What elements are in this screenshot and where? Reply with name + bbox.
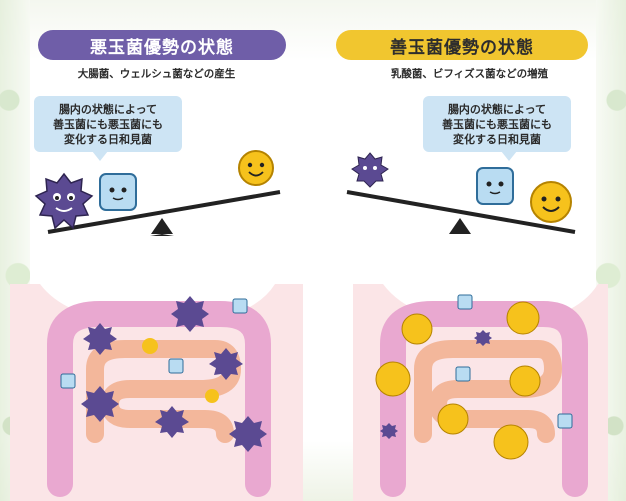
good-bacteria-subtitle: 乳酸菌、ビフィズス菌などの増殖 <box>390 68 549 80</box>
neutral-bacteria-callout: 腸内の状態によって 善玉菌にも悪玉菌にも 変化する日和見菌 <box>423 96 571 161</box>
scale-fulcrum <box>449 218 471 234</box>
purple-spiky-germ-icon <box>34 172 94 230</box>
purple-spiky-germ-icon <box>209 348 243 380</box>
callout-line-3: 変化する日和見菌 <box>453 132 541 146</box>
bad-bacteria-title: 悪玉菌優勢の状態 <box>38 30 286 60</box>
purple-spiky-germ-icon <box>474 330 492 346</box>
yellow-smiley-germ-icon <box>437 403 469 435</box>
purple-spiky-germ-icon <box>83 323 117 355</box>
callout-line-2: 善玉菌にも悪玉菌にも <box>442 117 552 131</box>
purple-spiky-germ-icon <box>171 296 209 332</box>
blue-square-germ-icon <box>476 167 514 205</box>
yellow-smiley-germ-icon <box>142 338 158 354</box>
scale-beam <box>346 190 576 234</box>
scale-beam <box>47 190 281 234</box>
yellow-smiley-germ-icon <box>530 181 572 223</box>
intestine-bad-state <box>10 284 303 501</box>
bad-bacteria-panel: 悪玉菌優勢の状態 大腸菌、ウェルシュ菌などの産生 腸内の状態によって 善玉菌にも… <box>10 30 303 501</box>
blue-square-germ-icon <box>232 298 248 314</box>
callout-line-1: 腸内の状態によって <box>58 102 158 116</box>
yellow-smiley-germ-icon <box>509 365 541 397</box>
blue-square-germ-icon <box>557 413 573 429</box>
callout-line-2: 善玉菌にも悪玉菌にも <box>53 117 163 131</box>
bad-bacteria-subtitle: 大腸菌、ウェルシュ菌などの産生 <box>77 68 236 80</box>
blue-square-germ-icon <box>455 366 471 382</box>
intestine-good-state <box>353 284 608 501</box>
blue-square-germ-icon <box>99 173 137 211</box>
callout-line-1: 腸内の状態によって <box>447 102 547 116</box>
good-bacteria-panel: 善玉菌優勢の状態 乳酸菌、ビフィズス菌などの増殖 腸内の状態によって 善玉菌にも… <box>313 0 626 501</box>
yellow-smiley-germ-icon <box>205 389 219 403</box>
good-bacteria-title: 善玉菌優勢の状態 <box>336 30 588 60</box>
blue-square-germ-icon <box>60 373 76 389</box>
callout-line-3: 変化する日和見菌 <box>64 132 152 146</box>
purple-spiky-germ-icon <box>81 386 119 422</box>
purple-spiky-germ-icon <box>351 152 389 188</box>
yellow-smiley-germ-icon <box>493 424 529 460</box>
scale-fulcrum <box>151 218 173 234</box>
yellow-smiley-germ-icon <box>375 361 411 397</box>
yellow-smiley-germ-icon <box>401 313 433 345</box>
tilted-balance-scale <box>346 152 576 234</box>
blue-square-germ-icon <box>457 294 473 310</box>
yellow-smiley-germ-icon <box>506 301 540 335</box>
neutral-bacteria-callout: 腸内の状態によって 善玉菌にも悪玉菌にも 変化する日和見菌 <box>34 96 182 161</box>
purple-spiky-germ-icon <box>155 406 189 438</box>
blue-square-germ-icon <box>168 358 184 374</box>
yellow-smiley-germ-icon <box>238 150 274 186</box>
purple-spiky-germ-icon <box>229 416 267 452</box>
purple-spiky-germ-icon <box>380 423 398 439</box>
tilted-balance-scale <box>34 150 281 236</box>
